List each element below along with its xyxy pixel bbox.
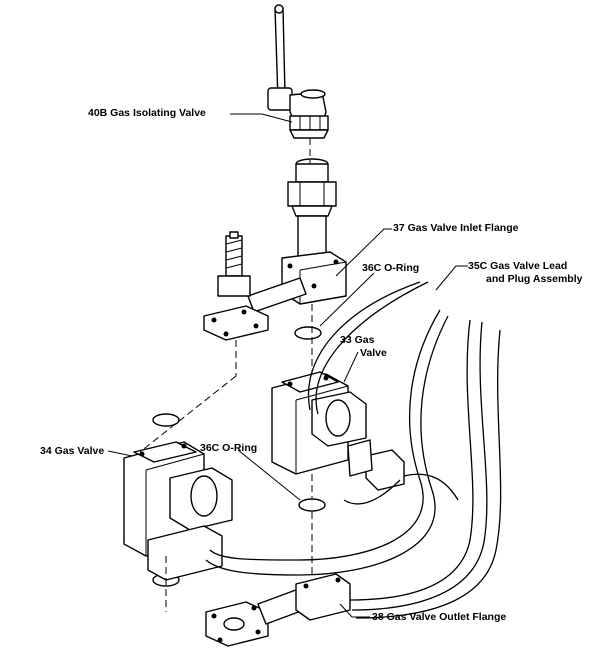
gas-valve-33 [271,371,405,491]
label-gas-valve-34: 34 Gas Valve [40,445,105,457]
label-gas-valve-33-line1: 33 Gas [340,334,375,346]
o-ring-lower [298,498,326,512]
o-ring-left [152,413,180,427]
gas-valve-lead-wires [205,281,502,619]
label-o-ring-lower: 36C O-Ring [200,442,258,454]
label-o-ring-upper: 36C O-Ring [362,262,420,274]
label-gas-valve-inlet-flange: 37 Gas Valve Inlet Flange [393,222,519,234]
gas-isolating-valve [267,4,329,139]
label-gas-isolating-valve: 40B Gas Isolating Valve [88,107,206,119]
label-gas-valve-33-line2: Valve [360,347,387,359]
o-ring-upper [294,326,322,340]
gas-valve-outlet-flange [205,573,351,647]
label-gas-valve-lead-line2: and Plug Assembly [486,273,583,285]
assembly-centerlines [139,138,313,612]
label-gas-valve-outlet-flange: 38 Gas Valve Outlet Flange [372,611,507,623]
gas-valve-34 [123,441,233,581]
label-gas-valve-lead-line1: 35C Gas Valve Lead [468,260,568,272]
leader-lines [107,113,468,618]
gas-valve-inlet-flange [203,158,347,341]
